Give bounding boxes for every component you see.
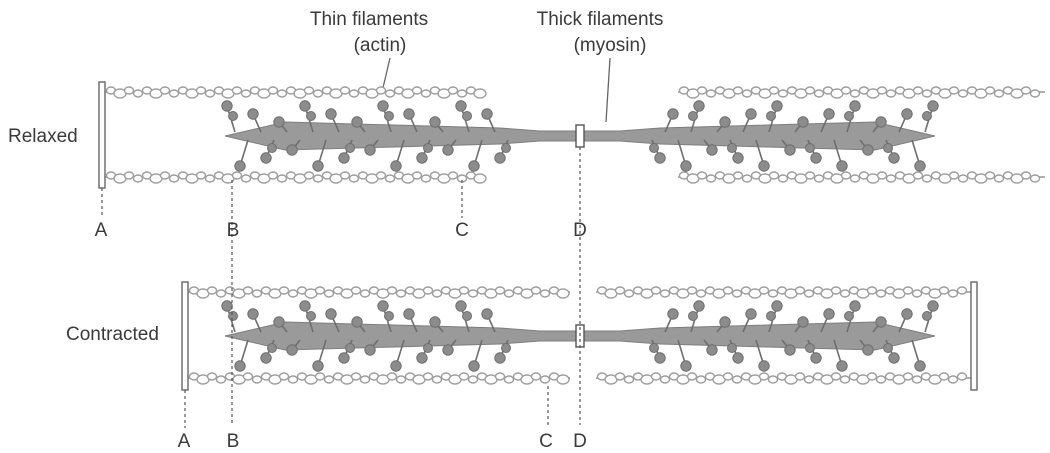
contracted-marker-c: C: [539, 431, 553, 452]
contracted-marker-d: D: [573, 431, 587, 452]
contracted-z-disc-left: [181, 281, 189, 391]
thin-filaments-subtitle: (actin): [354, 35, 407, 56]
relaxed-thin-right-bottom: [678, 171, 1045, 184]
thick-filaments-subtitle: (myosin): [574, 35, 647, 56]
contracted-thin-filaments: [188, 286, 971, 385]
relaxed-thin-left-bottom: [105, 171, 487, 184]
relaxed-marker-d: D: [573, 220, 587, 241]
reference-lines: [101, 147, 581, 428]
thin-filaments-title: Thin filaments: [310, 9, 428, 30]
thin-leader-line: [381, 57, 391, 93]
contracted-label: Contracted: [66, 324, 159, 345]
thick-leader-line: [605, 57, 611, 123]
contracted-thin-left-top: [188, 286, 570, 299]
relaxed-marker-a: A: [95, 220, 108, 241]
relaxed-thin-left-top: [105, 86, 487, 99]
relaxed-label: Relaxed: [8, 126, 78, 147]
contracted-thin-left-bottom: [188, 372, 570, 385]
relaxed-thin-right-top: [678, 86, 1045, 99]
relaxed-marker-c: C: [455, 220, 469, 241]
relaxed-marker-b: B: [227, 220, 240, 241]
relaxed-z-disc-left: [98, 81, 106, 189]
relaxed-thin-filaments: [105, 86, 1045, 184]
contracted-marker-a: A: [178, 431, 191, 452]
relaxed-sarcomere: [98, 81, 1045, 189]
contracted-thin-right-top: [596, 286, 971, 299]
contracted-thin-right-bottom: [596, 372, 971, 385]
thick-filaments-title: Thick filaments: [537, 9, 664, 30]
relaxed-m-line: [575, 124, 585, 148]
contracted-z-disc-right: [970, 281, 978, 391]
contracted-marker-b: B: [227, 431, 240, 452]
